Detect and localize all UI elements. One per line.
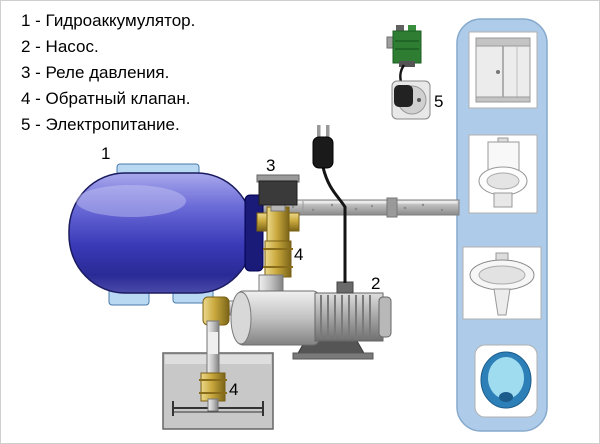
shower-cabin-icon	[468, 31, 538, 109]
label-power-supply: 5	[434, 92, 443, 111]
suction-pipe-band	[208, 332, 218, 354]
pump-base-plate	[292, 352, 374, 360]
label-check-valve-upper: 4	[294, 245, 303, 264]
toilet-icon	[468, 134, 538, 214]
hydroaccumulator-tank	[68, 163, 264, 306]
power-plug-icon	[312, 136, 334, 169]
legend-item-pressure-relay: 3 - Реле давления.	[21, 63, 170, 82]
motor-ribs	[320, 295, 371, 339]
pump-front-cover	[230, 291, 252, 345]
label-pressure-relay: 3	[266, 156, 275, 175]
legend: 1 - Гидроаккумулятор. 2 - Насос. 3 - Рел…	[21, 8, 195, 138]
check-valve-lower-body	[200, 372, 226, 402]
label-pump: 2	[371, 274, 380, 293]
label-check-valve-lower: 4	[229, 380, 238, 399]
tank-highlight	[76, 185, 186, 217]
pump-power-cable	[321, 166, 347, 283]
suction-line	[199, 296, 250, 412]
pump-inlet-adapter	[258, 274, 284, 294]
number-labels: 1 3 4 2 5 4	[101, 92, 443, 399]
label-tank: 1	[101, 144, 110, 163]
circuit-breaker-icon	[386, 25, 422, 67]
legend-item-power: 5 - Электропитание.	[21, 115, 180, 134]
plug-prong-left	[317, 125, 321, 140]
washbasin-icon	[462, 246, 542, 320]
pressure-relay-body	[258, 180, 298, 206]
legend-item-check-valve: 4 - Обратный клапан.	[21, 89, 191, 108]
tank-flange	[244, 194, 264, 272]
legend-item-pump: 2 - Насос.	[21, 37, 99, 56]
jacuzzi-icon	[474, 344, 538, 418]
socket-with-plug-icon	[391, 64, 431, 120]
fixtures-panel	[456, 18, 548, 432]
fixtures-panel-background	[456, 18, 548, 432]
power-supply-group	[312, 25, 431, 283]
relay-valve-assembly	[256, 174, 300, 294]
cross-fitting-vertical	[266, 206, 290, 242]
motor-end-cap	[378, 296, 392, 338]
legend-item-hydroaccumulator: 1 - Гидроаккумулятор.	[21, 11, 196, 30]
supply-pipe	[250, 197, 460, 218]
pump	[230, 281, 392, 360]
foot-pipe-stub	[207, 398, 219, 412]
inserted-plug	[394, 85, 413, 107]
plug-prong-right	[326, 125, 330, 140]
motor-terminal-box	[336, 281, 354, 294]
check-valve-upper-body	[264, 240, 292, 278]
